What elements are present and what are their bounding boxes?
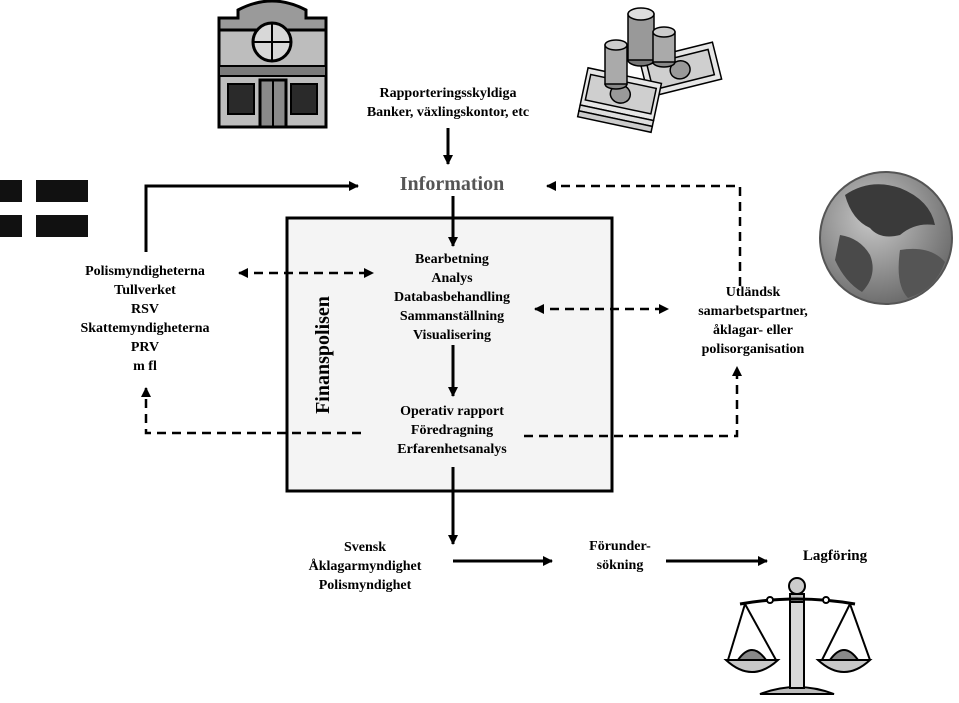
authority-item: Tullverket (114, 283, 176, 298)
authority-item: RSV (130, 302, 159, 317)
solid-arrows (144, 128, 768, 566)
money-stack-icon (576, 7, 723, 134)
bank-building-icon (217, 0, 328, 129)
authority-item: Skattemyndigheterna (80, 321, 210, 336)
output-item: Föredragning (410, 423, 494, 438)
authority-item: m fl (133, 359, 157, 374)
dashed-arrows (141, 181, 742, 438)
foreign-partner-line: Utländsk (725, 285, 781, 300)
output-item: Erfarenhetsanalys (397, 442, 507, 457)
processing-step: Databasbehandling (394, 290, 510, 305)
output-item: Operativ rapport (400, 404, 504, 419)
finanspolisen-box (285, 216, 614, 493)
information-label: Information (399, 173, 505, 195)
foreign-partner-line: samarbetspartner, (698, 304, 808, 319)
prosecution-label: Lagföring (802, 548, 868, 564)
swedish-authority-line: Åklagarmyndighet (308, 559, 422, 574)
dashed-arrow-foreign-to-information (546, 181, 742, 286)
authority-item: PRV (130, 340, 160, 355)
swedish-authority-line: Polismyndighet (318, 578, 412, 593)
foreign-partner: Utländsk samarbetspartner, åklagar- eller p… (672, 283, 834, 359)
processing-step: Visualisering (412, 328, 492, 343)
dashed-arrow-output-to-foreign (524, 366, 742, 438)
swedish-authority-line: Svensk (343, 540, 387, 555)
foreign-partner-line: polisorganisation (701, 342, 805, 357)
globe-icon (819, 171, 953, 305)
swedish-flag-icon (0, 180, 88, 237)
reporting-title: Rapporteringsskyldiga (379, 86, 517, 101)
foreign-partner-line: åklagar- eller (713, 323, 793, 338)
processing-step: Bearbetning (415, 252, 489, 267)
processing-step: Sammanställning (399, 309, 505, 324)
authority-item: Polismyndigheterna (85, 264, 205, 279)
dashed-arrow-output-to-authorities (141, 387, 361, 435)
arrow-authorities-to-information (144, 181, 359, 252)
finanspolisen-label: Finanspolisen (312, 296, 334, 414)
reporting-subtitle: Banker, växlingskontor, etc (366, 105, 530, 120)
preliminary-investigation-line: sökning (596, 558, 644, 573)
preliminary-investigation-line: Förunder- (589, 539, 651, 554)
preliminary-investigation: Förunder-sökning (560, 537, 680, 575)
processing-step: Analys (431, 271, 473, 286)
scales-of-justice-icon (723, 577, 873, 695)
